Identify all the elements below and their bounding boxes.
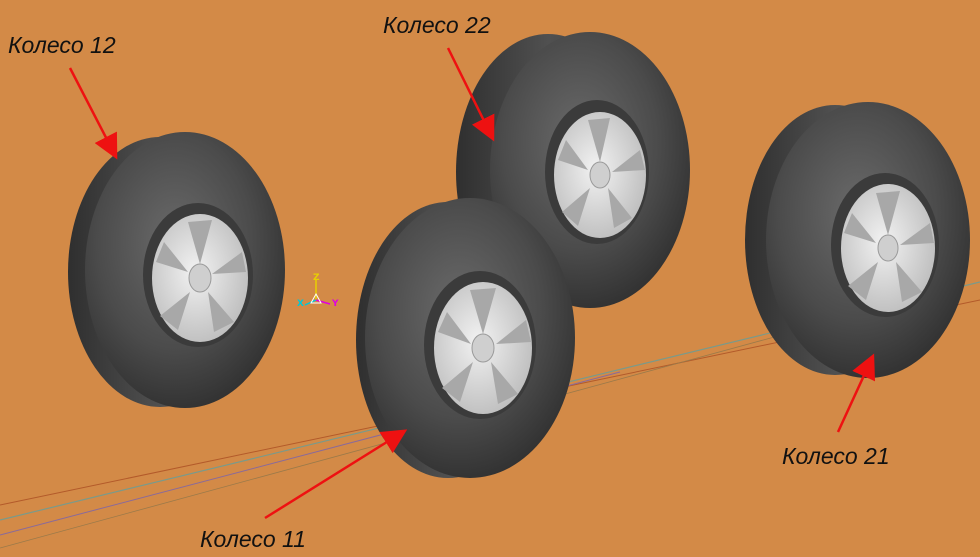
triad-y-label: Y	[331, 299, 339, 309]
annotation-arrows	[68, 47, 876, 520]
arrow-wheel-11	[264, 429, 408, 520]
arrow-wheel-22	[446, 47, 495, 142]
triad-x-label: X	[297, 299, 304, 309]
label-wheel-11: Колесо 11	[200, 526, 306, 552]
coordinate-triad: Z X Y	[297, 273, 339, 309]
label-wheel-22: Колесо 22	[383, 12, 491, 38]
wheel-11[interactable]	[356, 198, 575, 478]
arrow-wheel-21	[836, 353, 876, 433]
triad-z-label: Z	[313, 273, 320, 283]
label-wheel-21: Колесо 21	[782, 443, 890, 469]
wheel-12[interactable]	[68, 132, 285, 408]
arrow-wheel-12	[68, 67, 118, 160]
wheel-21[interactable]	[745, 102, 970, 378]
label-wheel-12: Колесо 12	[8, 32, 116, 58]
